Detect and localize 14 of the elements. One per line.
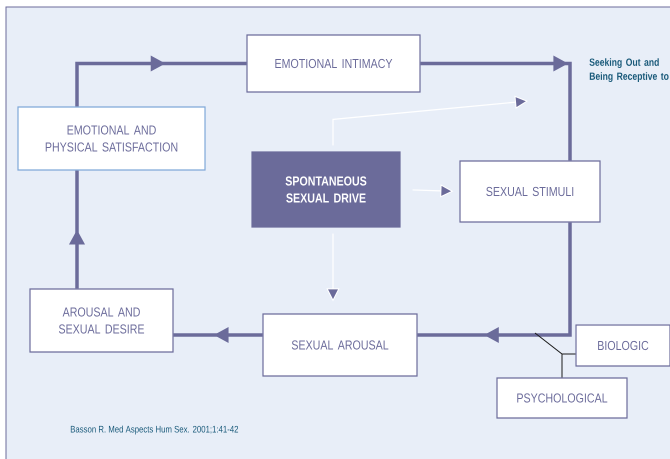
- arrow: [418, 222, 572, 344]
- arrow: [75, 55, 246, 106]
- stage-box: AROUSAL AND SEXUAL DESIRE: [29, 288, 174, 353]
- drive-box: SPONTANEOUS SEXUAL DRIVE: [251, 151, 401, 228]
- citation: Basson R. Med Aspects Hum Sex. 2001;1:41-42: [70, 426, 238, 434]
- side-note: Seeking Out and Being Receptive to: [589, 58, 669, 82]
- stage-box: SEXUAL STIMULI: [459, 160, 601, 223]
- stage-box: SEXUAL AROUSAL: [262, 313, 418, 377]
- arrow: [420, 55, 572, 160]
- stage-box: EMOTIONAL AND PHYSICAL SATISFACTION: [17, 106, 206, 171]
- stage-box: EMOTIONAL INTIMACY: [246, 34, 421, 93]
- leader-line: [534, 332, 576, 354]
- factor-box: PSYCHOLOGICAL: [496, 377, 628, 419]
- factor-box: BIOLOGIC: [575, 324, 670, 367]
